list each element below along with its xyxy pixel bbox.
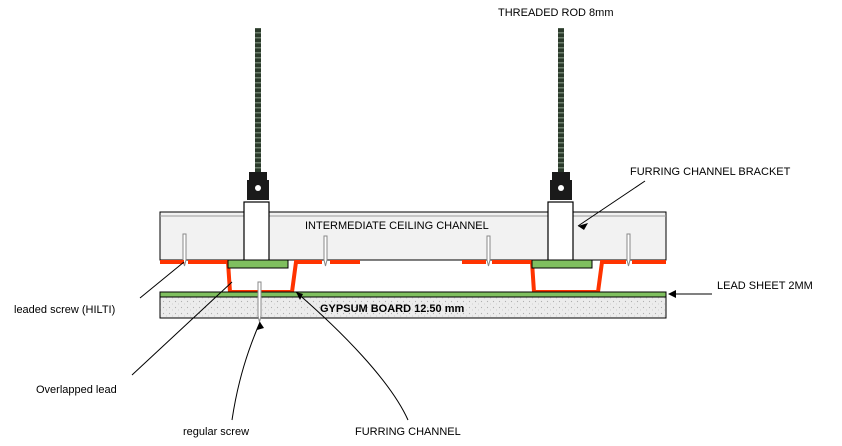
- gypsum-board: [159, 296, 667, 319]
- leader-regular-screw: [231, 321, 261, 421]
- threaded-rod-left: [255, 28, 261, 178]
- overlapped-lead-label: Overlapped lead: [36, 384, 117, 396]
- furring-channel-label: FURRING CHANNEL: [355, 426, 461, 438]
- regular-screw-icon: [257, 281, 262, 323]
- threaded-rod-label: THREADED ROD 8mm: [498, 7, 614, 19]
- furring-channel-bracket-left: [243, 201, 270, 263]
- regular-screw-label: regular screw: [183, 426, 249, 438]
- leader-furring-channel-bracket: [577, 180, 646, 227]
- bracket-plate-right: [531, 259, 593, 269]
- intermediate-ceiling-channel-label: INTERMEDIATE CEILING CHANNEL: [305, 220, 489, 232]
- leaded-screw-label: leaded screw (HILTI): [14, 304, 115, 316]
- rod-connector-left: [247, 172, 269, 200]
- gypsum-board-label: GYPSUM BOARD 12.50 mm: [320, 303, 464, 315]
- lead-sheet-label: LEAD SHEET 2MM: [717, 280, 813, 292]
- threaded-rod-right: [558, 28, 564, 178]
- furring-channel-bracket-label: FURRING CHANNEL BRACKET: [630, 166, 791, 178]
- leader-leaded-screw: [139, 261, 185, 299]
- rod-connector-right: [550, 172, 572, 200]
- furring-channel-bracket-right: [547, 201, 574, 263]
- leader-furring-channel: [295, 291, 409, 421]
- leader-overlapped-lead: [131, 281, 233, 376]
- leaded-screw-icon: [182, 233, 631, 267]
- lead-sheet: [159, 291, 667, 298]
- bracket-plate-left: [227, 259, 289, 269]
